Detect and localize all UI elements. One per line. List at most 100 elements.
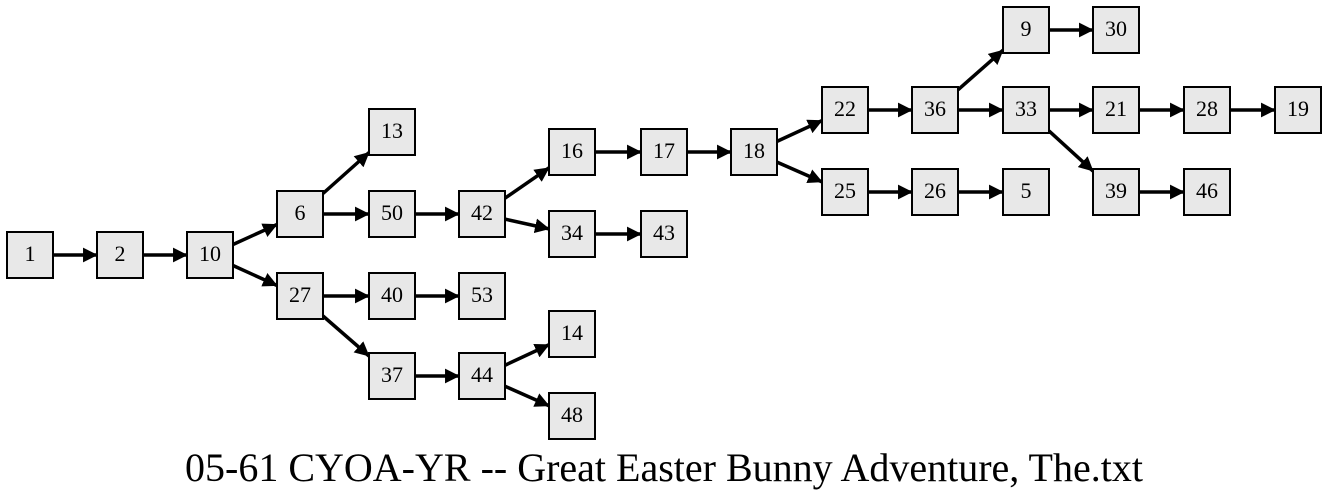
nodes-layer: 1 2 10 6 27 13 50 40 37 42 53 44 16 34 14 48 17 43 18 22 25 3… <box>6 6 1322 440</box>
node-1: 1 <box>6 231 54 279</box>
node-53: 53 <box>458 272 506 320</box>
node-10: 10 <box>186 231 234 279</box>
node-box <box>548 310 596 358</box>
node-label: 50 <box>381 200 403 225</box>
node-box <box>1002 6 1050 54</box>
node-label: 16 <box>561 138 583 163</box>
node-box <box>368 108 416 156</box>
node-13: 13 <box>368 108 416 156</box>
edge-44-to-48 <box>504 384 550 408</box>
node-37: 37 <box>368 352 416 400</box>
node-5: 5 <box>1002 168 1050 216</box>
node-box <box>911 168 959 216</box>
node-label: 25 <box>834 178 856 203</box>
edges-layer <box>53 22 1276 408</box>
node-box <box>1092 6 1140 54</box>
node-19: 19 <box>1274 86 1322 134</box>
node-box <box>458 272 506 320</box>
node-label: 36 <box>924 96 946 121</box>
graph-caption: 05-61 CYOA-YR -- Great Easter Bunny Adve… <box>185 445 1143 490</box>
node-label: 37 <box>381 362 403 387</box>
node-box <box>1092 86 1140 134</box>
edge-27-to-37 <box>321 314 371 358</box>
node-label: 39 <box>1105 178 1127 203</box>
node-label: 42 <box>471 200 493 225</box>
node-label: 22 <box>834 96 856 121</box>
node-box <box>458 352 506 400</box>
node-34: 34 <box>548 210 596 258</box>
node-box <box>368 272 416 320</box>
node-label: 27 <box>289 282 311 307</box>
node-box <box>1002 86 1050 134</box>
node-25: 25 <box>821 168 869 216</box>
node-48: 48 <box>548 392 596 440</box>
node-box <box>821 168 869 216</box>
edge-42-to-16 <box>504 166 550 200</box>
node-28: 28 <box>1183 86 1231 134</box>
node-label: 33 <box>1015 96 1037 121</box>
node-21: 21 <box>1092 86 1140 134</box>
node-6: 6 <box>276 190 324 238</box>
node-label: 6 <box>295 200 306 225</box>
node-box <box>458 190 506 238</box>
node-46: 46 <box>1183 168 1231 216</box>
node-box <box>821 86 869 134</box>
edge-6-to-13 <box>321 151 371 195</box>
node-label: 17 <box>653 138 675 163</box>
node-30: 30 <box>1092 6 1140 54</box>
node-42: 42 <box>458 190 506 238</box>
node-label: 21 <box>1105 96 1127 121</box>
node-label: 18 <box>743 138 765 163</box>
node-9: 9 <box>1002 6 1050 54</box>
node-label: 19 <box>1287 96 1309 121</box>
node-14: 14 <box>548 310 596 358</box>
node-box <box>640 210 688 258</box>
node-label: 30 <box>1105 16 1127 41</box>
node-label: 43 <box>653 220 675 245</box>
edge-44-to-14 <box>504 343 550 367</box>
node-box <box>548 392 596 440</box>
node-box <box>368 190 416 238</box>
node-box <box>640 128 688 176</box>
node-17: 17 <box>640 128 688 176</box>
node-18: 18 <box>730 128 778 176</box>
node-26: 26 <box>911 168 959 216</box>
node-label: 1 <box>25 241 36 266</box>
node-16: 16 <box>548 128 596 176</box>
node-36: 36 <box>911 86 959 134</box>
edge-36-to-9 <box>956 48 1005 92</box>
node-label: 48 <box>561 402 583 427</box>
node-box <box>548 210 596 258</box>
node-43: 43 <box>640 210 688 258</box>
node-box <box>368 352 416 400</box>
node-label: 5 <box>1021 178 1032 203</box>
node-label: 2 <box>115 241 126 266</box>
node-box <box>730 128 778 176</box>
edge-10-to-27 <box>232 263 278 288</box>
edge-42-to-34 <box>504 217 550 234</box>
node-label: 28 <box>1196 96 1218 121</box>
node-box <box>6 231 54 279</box>
node-label: 53 <box>471 282 493 307</box>
node-50: 50 <box>368 190 416 238</box>
node-44: 44 <box>458 352 506 400</box>
node-box <box>1092 168 1140 216</box>
node-box <box>1183 86 1231 134</box>
node-label: 44 <box>471 362 493 387</box>
edge-18-to-22 <box>776 119 823 143</box>
edge-10-to-6 <box>232 222 278 247</box>
node-label: 40 <box>381 282 403 307</box>
node-box <box>96 231 144 279</box>
edge-33-to-39 <box>1047 129 1095 173</box>
node-33: 33 <box>1002 86 1050 134</box>
node-label: 26 <box>924 178 946 203</box>
node-box <box>276 272 324 320</box>
node-39: 39 <box>1092 168 1140 216</box>
node-label: 13 <box>381 118 403 143</box>
node-box <box>1183 168 1231 216</box>
node-40: 40 <box>368 272 416 320</box>
node-22: 22 <box>821 86 869 134</box>
node-box <box>911 86 959 134</box>
node-box <box>1274 86 1322 134</box>
